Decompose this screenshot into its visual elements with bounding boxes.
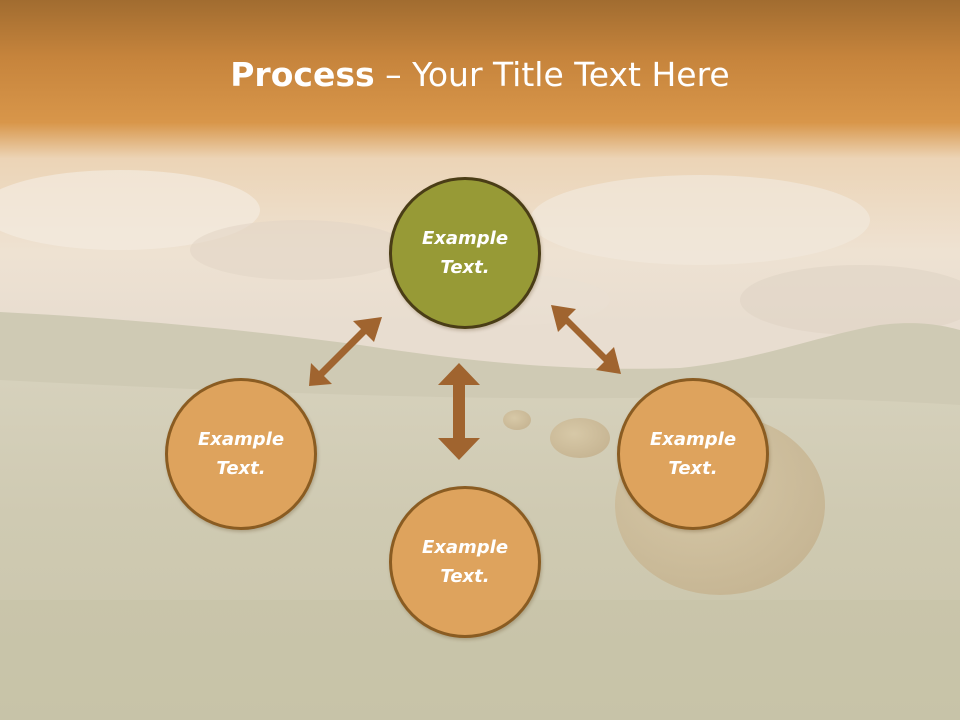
node-top-text: Example Text. bbox=[400, 224, 530, 282]
node-right-text: Example Text. bbox=[628, 425, 758, 483]
node-left-text: Example Text. bbox=[176, 425, 306, 483]
node-top-line2: Text. bbox=[440, 257, 490, 278]
node-left-line1: Example bbox=[197, 429, 285, 450]
node-right-line2: Text. bbox=[668, 458, 718, 479]
node-bottom-line2: Text. bbox=[440, 566, 490, 587]
node-right-line1: Example bbox=[649, 429, 737, 450]
node-bottom-line1: Example bbox=[421, 537, 509, 558]
node-left-line2: Text. bbox=[216, 458, 266, 479]
title-rest-part: – Your Title Text Here bbox=[374, 55, 730, 94]
process-node-top: Example Text. bbox=[389, 177, 541, 329]
process-node-left: Example Text. bbox=[165, 378, 317, 530]
title-bold-part: Process bbox=[230, 55, 375, 94]
node-bottom-text: Example Text. bbox=[400, 533, 530, 591]
slide-title: Process – Your Title Text Here bbox=[0, 50, 960, 100]
process-node-right: Example Text. bbox=[617, 378, 769, 530]
node-top-line1: Example bbox=[421, 228, 509, 249]
process-node-bottom: Example Text. bbox=[389, 486, 541, 638]
